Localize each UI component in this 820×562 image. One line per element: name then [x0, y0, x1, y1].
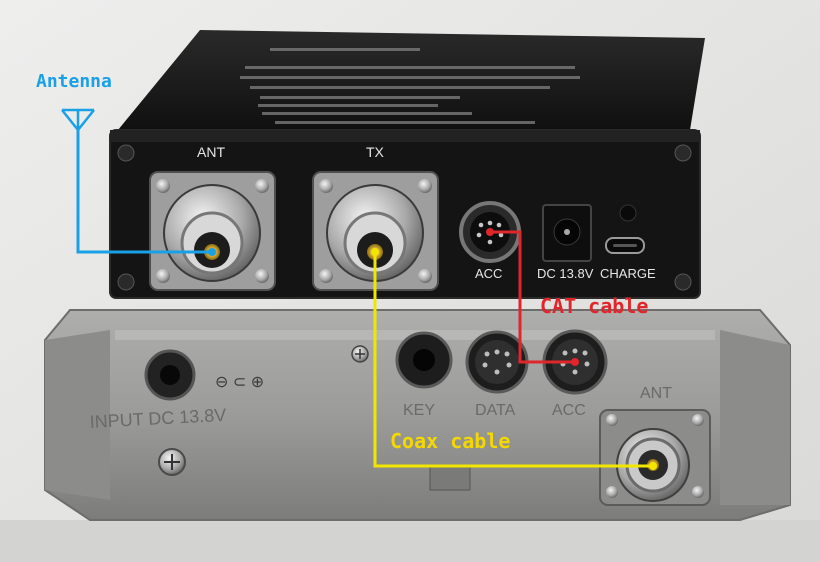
coax-cable-line: [373, 252, 653, 468]
tuner-charge-label: CHARGE: [600, 266, 656, 281]
tuner-box: ANT TX ACC DC 13.8V CHARGE: [109, 30, 705, 299]
tuner-tx-label: TX: [366, 144, 385, 160]
cat-cable-annotation: CAT cable: [486, 228, 648, 366]
antenna-text: Antenna: [36, 71, 112, 92]
cat-cable-line: [490, 230, 575, 364]
coax-cable-annotation: Coax cable: [371, 248, 657, 470]
tuner-tx-connector: [312, 171, 439, 291]
radio-ant-connector: [599, 409, 711, 506]
radio-data-label: DATA: [475, 402, 516, 419]
tuner-led: [619, 204, 637, 222]
tuner-ant-connector: [149, 171, 276, 291]
tuner-corner-screws: [117, 144, 692, 291]
antenna-line: [76, 130, 212, 254]
tuner-dc-jack: [542, 204, 592, 262]
tuner-acc-label: ACC: [475, 266, 502, 281]
radio-key-label: KEY: [403, 402, 435, 419]
table-surface: [0, 520, 820, 562]
tuner-ant-label: ANT: [197, 144, 225, 160]
cat-cable-text: CAT cable: [540, 294, 648, 318]
radio-ant-label: ANT: [640, 385, 672, 402]
radio-rear-panel: ⊖ ⊂ ⊕ INPUT DC 13.: [44, 309, 791, 521]
radio-acc-label: ACC: [552, 402, 586, 419]
coax-cable-text: Coax cable: [390, 429, 510, 453]
tuner-usb-c-port: [605, 237, 645, 254]
antenna-annotation: Antenna: [36, 71, 216, 256]
tuner-dc-label: DC 13.8V: [537, 266, 594, 281]
radio-polarity-symbol: ⊖ ⊂ ⊕: [215, 374, 264, 391]
